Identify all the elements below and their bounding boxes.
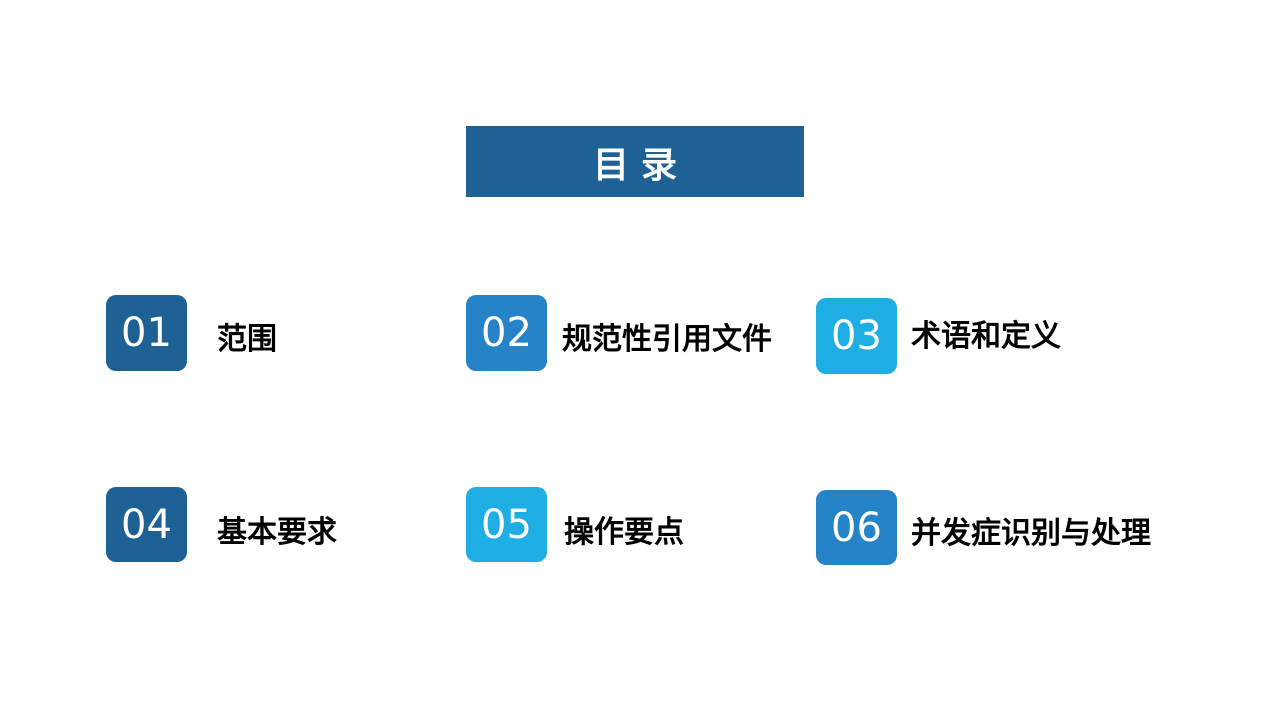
toc-item-label: 基本要求 <box>217 514 337 550</box>
toc-item-label: 范围 <box>217 322 277 357</box>
toc-number-badge: 01 <box>106 295 187 371</box>
toc-item-label: 术语和定义 <box>911 319 1061 354</box>
toc-item-complications[interactable]: 06 并发症识别与处理 <box>816 490 1151 565</box>
toc-item-key-operations[interactable]: 05 操作要点 <box>466 487 684 562</box>
toc-item-label: 操作要点 <box>564 514 684 550</box>
toc-number-badge: 04 <box>106 487 187 562</box>
toc-number-badge: 05 <box>466 487 547 562</box>
toc-item-terms-definitions[interactable]: 03 术语和定义 <box>816 298 1061 374</box>
toc-item-normative-references[interactable]: 02 规范性引用文件 <box>466 295 772 371</box>
toc-number-badge: 03 <box>816 298 897 374</box>
toc-item-label: 规范性引用文件 <box>562 322 772 357</box>
toc-number-badge: 06 <box>816 490 897 565</box>
toc-item-label: 并发症识别与处理 <box>911 516 1151 551</box>
toc-item-basic-requirements[interactable]: 04 基本要求 <box>106 487 337 562</box>
title-banner: 目录 <box>466 126 804 197</box>
toc-number-badge: 02 <box>466 295 547 371</box>
toc-item-scope[interactable]: 01 范围 <box>106 295 277 371</box>
page-title: 目录 <box>592 144 689 186</box>
